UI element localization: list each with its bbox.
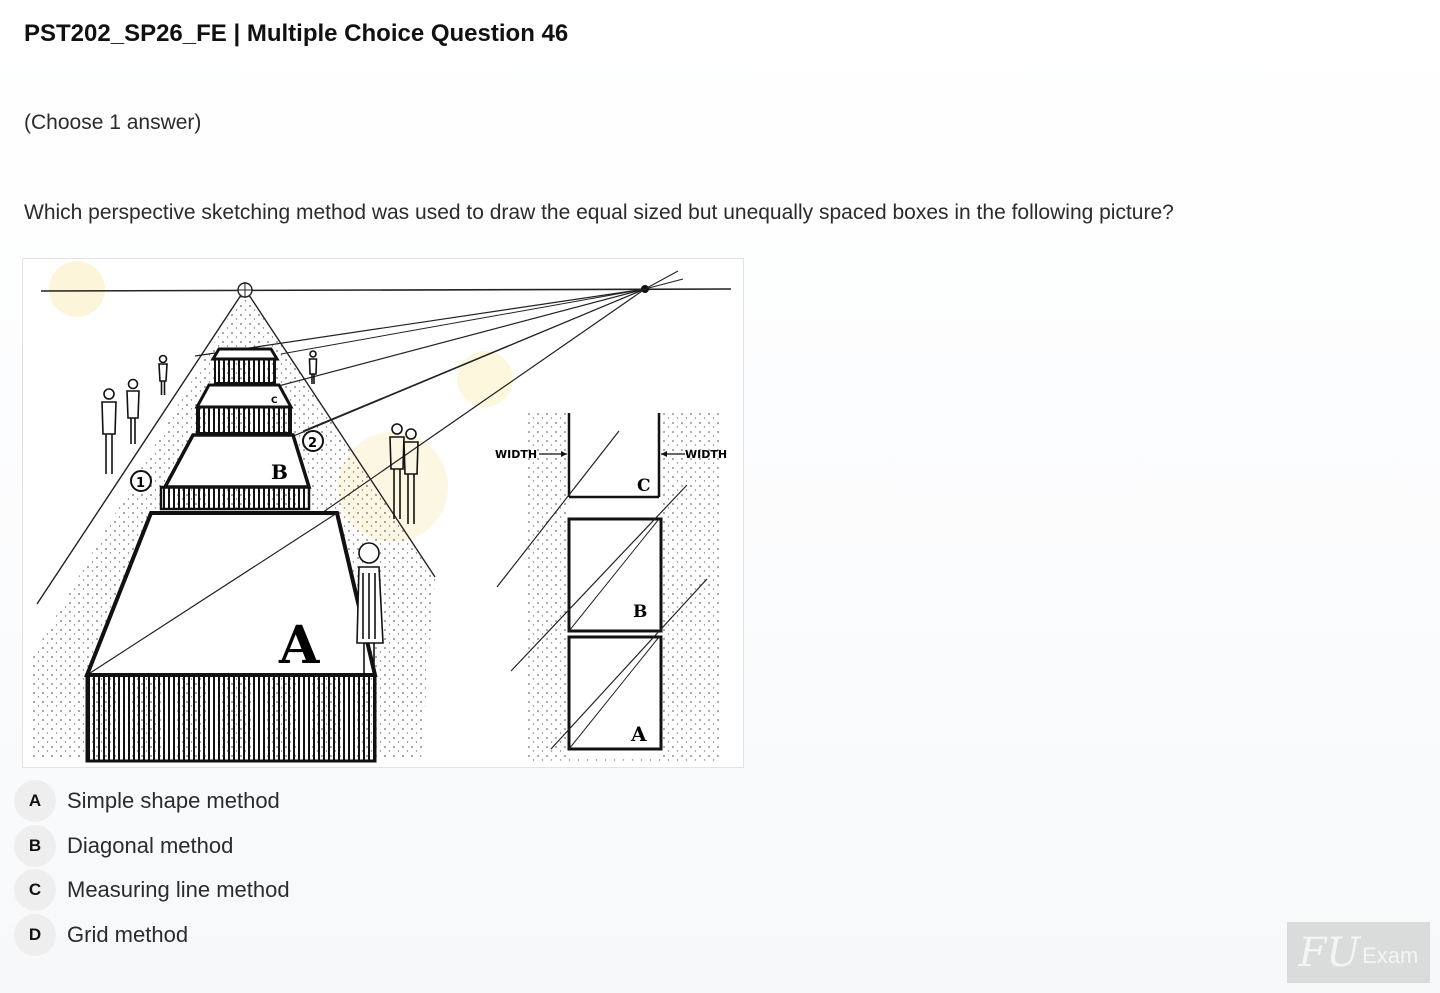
option-a-text: Simple shape method bbox=[67, 788, 280, 813]
option-c[interactable]: C Measuring line method bbox=[14, 869, 614, 911]
box-label-c: C bbox=[271, 396, 278, 406]
plan-label-a: A bbox=[630, 722, 647, 746]
box-label-b: B bbox=[271, 460, 288, 484]
watermark-logo-mark: FU bbox=[1298, 929, 1361, 976]
answer-instruction: (Choose 1 answer) bbox=[24, 111, 202, 134]
plan-label-c: C bbox=[637, 476, 651, 496]
marker-1: 1 bbox=[136, 476, 145, 491]
option-a[interactable]: A Simple shape method bbox=[14, 780, 614, 822]
option-b-letter: B bbox=[14, 825, 56, 867]
option-d[interactable]: D Grid method bbox=[14, 914, 614, 956]
box-label-a: A bbox=[278, 615, 320, 676]
width-label-right: WIDTH bbox=[685, 448, 727, 461]
question-text: Which perspective sketching method was u… bbox=[24, 201, 1174, 224]
question-figure: C B A 1 2 bbox=[22, 258, 744, 768]
option-b[interactable]: B Diagonal method bbox=[14, 825, 614, 867]
option-d-letter: D bbox=[14, 914, 56, 956]
marker-2: 2 bbox=[308, 436, 317, 451]
width-label-left: WIDTH bbox=[495, 448, 537, 461]
option-b-text: Diagonal method bbox=[67, 833, 234, 858]
option-c-letter: C bbox=[14, 869, 56, 911]
perspective-diagram: C B A 1 2 bbox=[31, 261, 732, 763]
page-title: PST202_SP26_FE | Multiple Choice Questio… bbox=[24, 20, 569, 47]
option-a-letter: A bbox=[14, 780, 56, 822]
watermark-text: Exam bbox=[1362, 942, 1419, 968]
plan-label-b: B bbox=[633, 602, 647, 622]
watermark-logo: FU Exam bbox=[1287, 922, 1430, 983]
option-d-text: Grid method bbox=[67, 922, 189, 947]
option-c-text: Measuring line method bbox=[67, 877, 290, 902]
